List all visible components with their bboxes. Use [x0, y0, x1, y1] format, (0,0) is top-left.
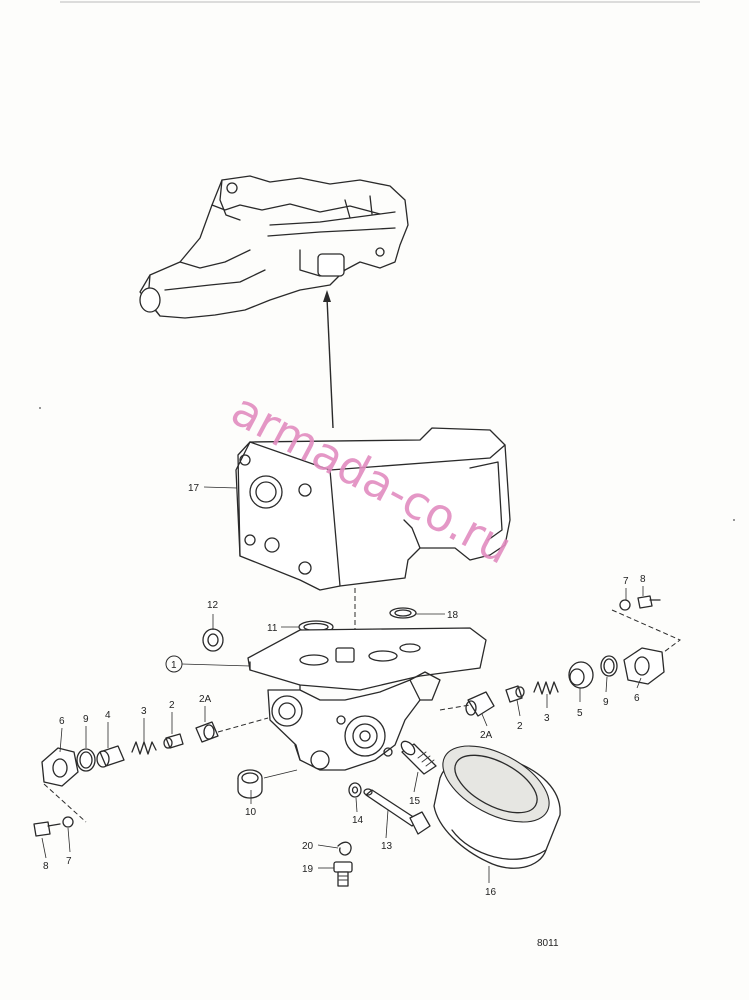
callout-label-17: 17: [188, 483, 200, 494]
callout-circle-1: [165, 655, 183, 673]
oil-filter-part-16: [433, 745, 561, 869]
callout-label-9-right: 9: [603, 697, 609, 708]
callout-label-2-right: 2: [517, 721, 523, 732]
callout-label-2-left: 2: [169, 700, 175, 711]
drawing-reference-number: 8011: [537, 938, 559, 949]
callout-label-3-right: 3: [544, 713, 550, 724]
callout-label-1: 1: [171, 660, 177, 671]
scan-speck: [39, 407, 41, 409]
callout-label-13: 13: [381, 841, 393, 852]
callout-label-20: 20: [302, 841, 314, 852]
callout-label-8-left: 8: [43, 861, 49, 872]
callout-label-12: 12: [207, 600, 219, 611]
housing-part-17: [235, 427, 511, 591]
callout-label-5-right: 5: [577, 708, 583, 719]
callout-label-16: 16: [485, 887, 497, 898]
callout-label-18: 18: [447, 610, 459, 621]
callout-label-4-left: 4: [105, 710, 111, 721]
callout-label-11: 11: [267, 623, 278, 634]
callout-label-2a-right: 2A: [480, 730, 493, 741]
callout-label-14: 14: [352, 815, 364, 826]
callout-label-15: 15: [409, 796, 421, 807]
scan-speck: [733, 519, 735, 521]
callout-label-6-left: 6: [59, 716, 65, 727]
callout-label-2a-left: 2A: [199, 694, 212, 705]
clip-part-20: [337, 841, 352, 856]
right-valve-group: [439, 595, 681, 717]
screw-part-19: [333, 861, 353, 887]
left-valve-group: [33, 717, 269, 837]
callout-labels: 17 12 11 18 1 7 8 6 9 5 3 2 2A 6 9 4 3 2…: [43, 483, 646, 898]
filter-bracket-part-1: [247, 627, 487, 771]
seal-ring-part-12: [202, 628, 224, 652]
plug-part-10: [237, 769, 263, 799]
nipple-part-15: [400, 740, 437, 775]
assembly-arrow: [323, 290, 334, 429]
callout-label-8-right: 8: [640, 574, 646, 585]
callout-label-3-left: 3: [141, 706, 147, 717]
leader-lines: [41, 486, 644, 883]
callout-label-6-right: 6: [634, 693, 640, 704]
callout-label-7-right: 7: [623, 576, 629, 587]
callout-label-19: 19: [302, 864, 314, 875]
o-ring-part-18: [389, 607, 417, 619]
engine-pump-assembly: [139, 175, 409, 319]
callout-label-9-left: 9: [83, 714, 89, 725]
washer-part-14: [348, 782, 362, 798]
bolt-part-13: [363, 788, 431, 835]
callout-label-10: 10: [245, 807, 257, 818]
callout-label-7-left: 7: [66, 856, 72, 867]
